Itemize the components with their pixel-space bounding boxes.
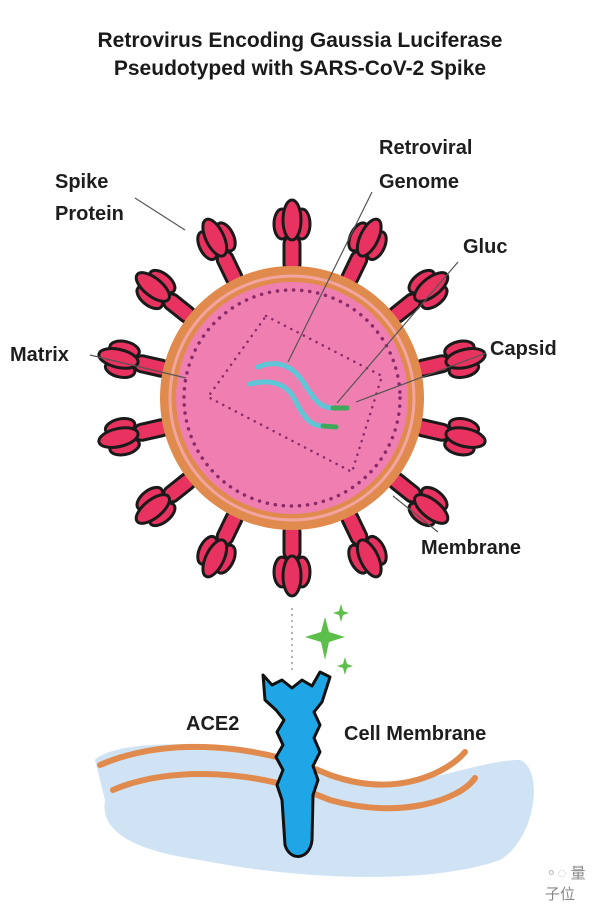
spike-icon [196,509,244,579]
title-line-1: Retrovirus Encoding Gaussia Luciferase [97,29,503,52]
spike-icon [134,268,197,324]
label-matrix: Matrix [10,344,69,366]
sparkle-icon [333,604,349,622]
spike-icon [387,472,450,528]
spike-icon [272,522,312,598]
retroviral-genome-strand [247,379,326,429]
sparkle-icon [305,617,345,660]
spike-icon [413,339,487,380]
label-retroviral-genome-2: Genome [379,171,460,193]
label-cell-membrane: Cell Membrane [344,723,487,745]
membrane-inner-ring [168,274,416,522]
matrix-layer [182,288,402,508]
cell-membrane-outer [97,743,468,788]
capsid [206,314,384,474]
retroviral-genome-strand [255,361,336,411]
spike-icon [340,509,388,579]
leader-lines [89,191,487,533]
sparkle-icon [337,657,353,675]
gluc-gene [320,423,339,430]
spike-icon [196,217,244,287]
label-spike-protein-2: Protein [55,203,124,225]
spike-icon [272,198,312,274]
title-line-2: Pseudotyped with SARS-CoV-2 Spike [113,57,487,80]
wechat-logo-icon: ⚬◌ [545,865,567,882]
label-capsid: Capsid [490,338,557,360]
label-gluc: Gluc [463,236,508,258]
label-membrane: Membrane [421,537,522,559]
label-retroviral-genome-1: Retroviral [379,137,473,159]
cell-body [95,744,534,877]
cell-membrane-inner [110,770,478,812]
ace2-receptor [261,670,332,858]
label-ace2: ACE2 [186,713,240,735]
spike-icon [413,416,487,457]
label-spike-protein-1: Spike [55,171,109,193]
